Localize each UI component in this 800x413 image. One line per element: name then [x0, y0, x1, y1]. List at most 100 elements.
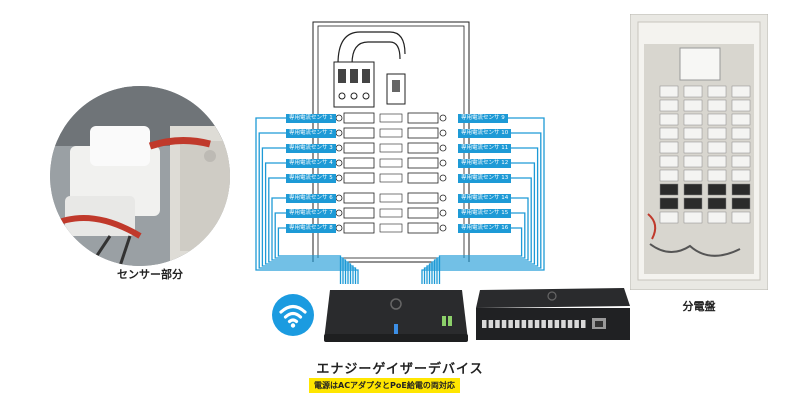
- terminal: [554, 320, 560, 328]
- breaker: [407, 127, 439, 139]
- panel-breaker: [707, 99, 727, 112]
- sensor-label-7: 専用電流センサ 7: [286, 209, 336, 218]
- terminal: [567, 320, 573, 328]
- panel-breaker: [683, 85, 703, 98]
- terminal: [581, 320, 586, 328]
- panel-breaker: [707, 155, 727, 168]
- wifi-icon: [279, 304, 307, 328]
- sensor-clamp: [335, 114, 343, 122]
- sensor-wire: [261, 147, 354, 284]
- panel-breaker: [731, 169, 751, 182]
- panel-breaker: [683, 197, 703, 210]
- sensor-wire: [271, 197, 347, 284]
- breaker: [343, 222, 375, 234]
- sensor-wire: [428, 162, 536, 284]
- sensor-label-13: 専用電流センサ 13: [458, 174, 512, 183]
- sensor-clamp: [439, 159, 447, 167]
- sensor-label-16: 専用電流センサ 16: [458, 224, 512, 233]
- panel-breaker: [707, 141, 727, 154]
- breaker: [343, 127, 375, 139]
- panel-photo-image: [629, 13, 769, 291]
- breaker: [407, 112, 439, 124]
- sensor-clamp: [335, 174, 343, 182]
- sensor-label-4: 専用電流センサ 4: [286, 159, 336, 168]
- panel-breaker: [731, 141, 751, 154]
- panel-photo-caption: 分電盤: [682, 300, 716, 313]
- sensor-clamp: [439, 114, 447, 122]
- panel-breaker: [731, 155, 751, 168]
- panel-breaker: [731, 127, 751, 140]
- sensor-label-2: 専用電流センサ 2: [286, 129, 336, 138]
- busbar-segment: [379, 143, 403, 153]
- sensor-clamp: [335, 224, 343, 232]
- panel-breaker: [707, 169, 727, 182]
- panel-breaker: [707, 85, 727, 98]
- sensor-clamp: [439, 194, 447, 202]
- panel-breaker: [659, 127, 679, 140]
- panel-breaker: [707, 183, 727, 196]
- breaker: [343, 172, 375, 184]
- sensor-wire: [264, 162, 352, 284]
- busbar-segment: [379, 173, 403, 183]
- panel-breaker: [659, 141, 679, 154]
- panel-photo: [629, 13, 769, 291]
- sensor-clamp: [335, 209, 343, 217]
- wiring-diagram: [255, 21, 545, 284]
- terminal: [541, 320, 546, 328]
- sensor-photo-caption: センサー部分: [117, 268, 183, 281]
- terminal: [515, 320, 520, 328]
- panel-breaker: [707, 211, 727, 224]
- sensor-wire: [433, 197, 529, 284]
- panel-breaker: [659, 85, 679, 98]
- sensor-label-14: 専用電流センサ 14: [458, 194, 512, 203]
- panel-breaker: [683, 183, 703, 196]
- terminal: [488, 320, 494, 328]
- sensor-wire: [258, 132, 357, 284]
- terminal: [521, 320, 527, 328]
- sensor-label-5: 専用電流センサ 5: [286, 174, 336, 183]
- sensor-wire: [431, 177, 532, 284]
- panel-breaker: [731, 85, 751, 98]
- device-title: エナジーゲイザーデバイス: [316, 362, 484, 377]
- sensor-label-12: 専用電流センサ 12: [458, 159, 512, 168]
- sensor-label-8: 専用電流センサ 8: [286, 224, 336, 233]
- sensor-clamp: [439, 144, 447, 152]
- terminal: [508, 320, 513, 328]
- panel-breaker: [659, 99, 679, 112]
- panel-breaker: [683, 169, 703, 182]
- breaker: [407, 157, 439, 169]
- breaker: [343, 157, 375, 169]
- sensor-clamp: [335, 159, 343, 167]
- sensor-clamp: [335, 194, 343, 202]
- wifi-badge: [272, 294, 314, 336]
- terminal: [574, 320, 579, 328]
- panel-breaker: [731, 99, 751, 112]
- breaker: [343, 192, 375, 204]
- sensor-clamp: [439, 224, 447, 232]
- panel-breaker: [659, 155, 679, 168]
- breaker: [407, 207, 439, 219]
- breaker: [407, 192, 439, 204]
- sensor-label-9: 専用電流センサ 9: [458, 114, 508, 123]
- panel-breaker: [683, 155, 703, 168]
- busbar-segment: [379, 193, 403, 203]
- busbar-segment: [379, 223, 403, 233]
- panel-breaker: [683, 113, 703, 126]
- panel-breaker: [707, 197, 727, 210]
- gateway-device-rear: [476, 288, 630, 340]
- panel-breaker: [659, 211, 679, 224]
- sensor-wire: [421, 117, 545, 284]
- sensor-clamp: [335, 129, 343, 137]
- busbar-segment: [379, 208, 403, 218]
- sensor-label-10: 専用電流センサ 10: [458, 129, 512, 138]
- panel-breaker: [683, 99, 703, 112]
- breaker: [343, 142, 375, 154]
- panel-breaker: [731, 113, 751, 126]
- busbar-segment: [379, 113, 403, 123]
- sensor-clamp: [439, 209, 447, 217]
- sensor-wire: [255, 117, 359, 284]
- panel-breaker: [659, 169, 679, 182]
- sensor-label-11: 専用電流センサ 11: [458, 144, 512, 153]
- terminal: [561, 320, 566, 328]
- sensor-wire: [277, 227, 342, 284]
